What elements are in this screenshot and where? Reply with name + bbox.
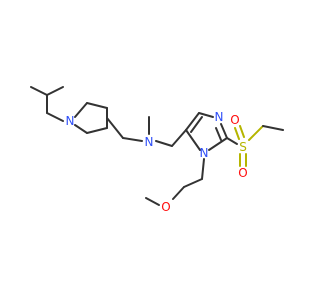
bond-imidazole-c5-c4 bbox=[185, 112, 200, 131]
bond-pyrrolidine-n-c2 bbox=[74, 102, 88, 118]
bond-o-methyl bbox=[145, 197, 160, 206]
molecule-structure-diagram: N N N N S O O O bbox=[30, 86, 284, 214]
bond-c2-s bbox=[226, 137, 238, 145]
bond-ch2-imidazole-c5 bbox=[171, 129, 187, 147]
bond-pyrrolidine-c5-n bbox=[74, 124, 88, 134]
bond-imidazole-n3-c2 bbox=[220, 123, 228, 139]
bond-n-ch2 bbox=[155, 140, 173, 147]
atom-label-n-amine: N bbox=[145, 135, 154, 149]
atom-label-s-sulfonyl: S bbox=[239, 140, 247, 154]
bond-ethyl-ch2-ch3 bbox=[262, 125, 284, 131]
atom-label-n-imidazole-1: N bbox=[200, 146, 209, 160]
bond-isobutyl-ch2-n bbox=[46, 112, 64, 122]
bond-n1-ch2 bbox=[201, 158, 205, 180]
atom-label-n-imidazole-3: N bbox=[215, 110, 224, 124]
bond-isobutyl-ch3-b bbox=[46, 86, 64, 96]
bond-imidazole-c4-n3 bbox=[198, 112, 214, 118]
bond-s-o-top bbox=[234, 127, 240, 140]
bond-pyrrolidine-c2-c3 bbox=[86, 102, 108, 109]
bond-ch2-ch2 bbox=[183, 178, 203, 188]
bond-ch2-o bbox=[172, 186, 185, 200]
bond-ch2-n-amine bbox=[122, 137, 143, 142]
bond-s-ethyl-ch2 bbox=[248, 125, 264, 141]
bond-pyrrolidine-ch2 bbox=[106, 117, 124, 139]
atom-label-n-pyrrolidine: N bbox=[66, 114, 75, 128]
atom-label-o-methoxy: O bbox=[161, 200, 170, 214]
bond-imidazole-n1-c5 bbox=[185, 129, 201, 151]
bond-imidazole-n3-c2-double bbox=[215, 127, 222, 141]
bond-pyrrolidine-c4-c5 bbox=[86, 127, 108, 134]
atom-label-o-sulfonyl-top: O bbox=[230, 113, 239, 127]
bond-imidazole-c5-c4-double bbox=[190, 116, 203, 133]
atom-label-o-sulfonyl-bottom: O bbox=[238, 166, 247, 180]
bond-isobutyl-ch3-a bbox=[30, 86, 48, 96]
bond-imidazole-c2-n1 bbox=[208, 137, 228, 151]
bond-s-o-top-double bbox=[239, 125, 245, 138]
